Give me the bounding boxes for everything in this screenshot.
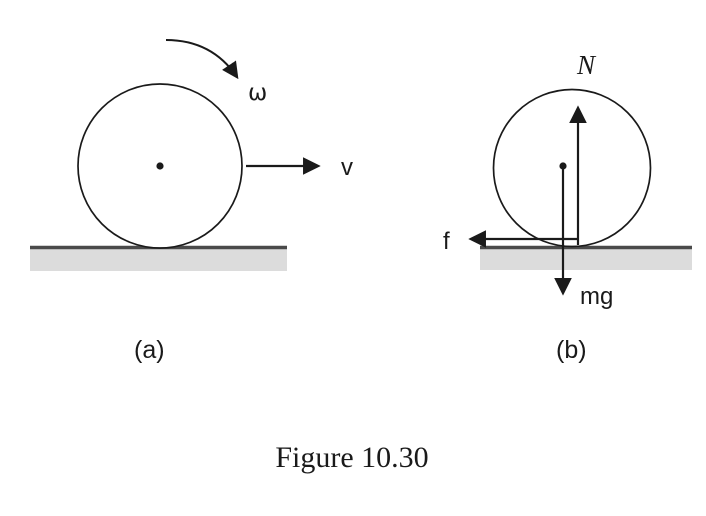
panel-b-label: (b) [556, 336, 587, 364]
panel-a-label: (a) [134, 336, 165, 364]
ground-strip-a [30, 249, 287, 271]
figure-caption: Figure 10.30 [275, 441, 428, 474]
rotation-arrow-icon [165, 38, 239, 80]
wheel-b [492, 88, 652, 248]
wheel-center-dot-b [559, 162, 567, 170]
angular-velocity-label: ω [248, 80, 267, 106]
panel-a: ω v (a) [30, 38, 353, 364]
weight-label: mg [580, 283, 613, 310]
wheel-center-dot-a [156, 162, 164, 170]
panel-b: N mg f (b) [443, 50, 692, 364]
velocity-label: v [341, 154, 353, 181]
normal-force-label: N [576, 50, 597, 80]
ground-strip-b [480, 249, 692, 270]
friction-label: f [443, 228, 450, 255]
